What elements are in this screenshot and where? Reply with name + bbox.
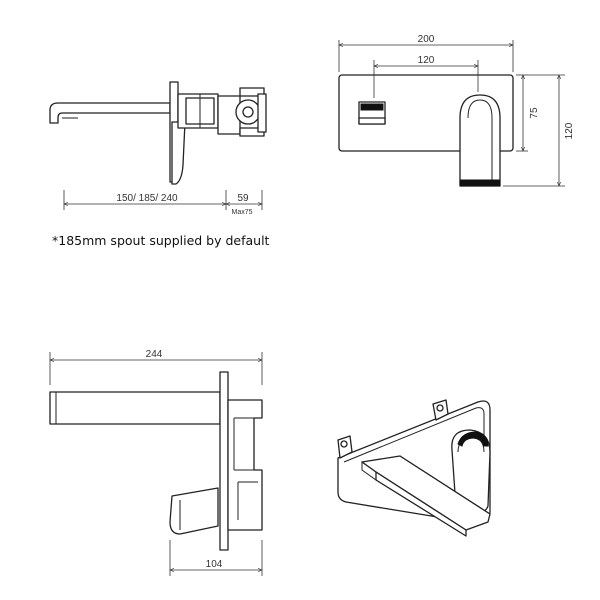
dim-width-label: 200: [418, 34, 435, 45]
dim-overall-label: 244: [146, 349, 163, 360]
dim-body-max-label: Max75: [231, 209, 252, 216]
side-view: 150/ 185/ 240 59 Max75: [49, 81, 267, 216]
dim-spout-label: 150/ 185/ 240: [116, 193, 178, 204]
dim-height-label: 120: [564, 122, 575, 139]
dim-centres-label: 120: [418, 55, 435, 66]
dim-body-label: 59: [237, 193, 249, 204]
dim-height-inner-label: 75: [529, 107, 540, 119]
isometric-view: [337, 399, 491, 537]
section-view: 244 104: [49, 349, 263, 576]
default-spout-note: *185mm spout supplied by default: [52, 233, 270, 248]
front-view: 200 120 75 120: [338, 34, 575, 187]
dim-body-label-section: 104: [206, 559, 223, 570]
